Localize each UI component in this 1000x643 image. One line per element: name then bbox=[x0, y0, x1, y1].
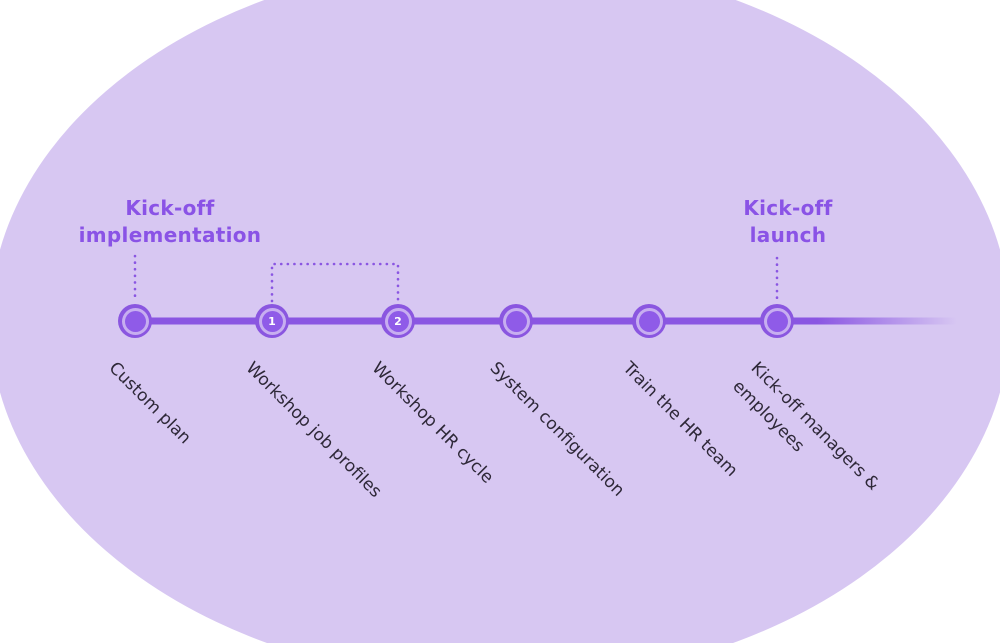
heading-kickoff-implementation: Kick-off implementation bbox=[78, 196, 262, 247]
milestone-number-badge: 1 bbox=[268, 314, 276, 328]
workshop-bracket-dotted-line bbox=[270, 262, 400, 303]
milestone-node-core: 1 bbox=[261, 310, 283, 332]
timeline-line bbox=[135, 317, 957, 325]
milestone-node-system-configuration bbox=[499, 304, 533, 338]
milestone-node-core bbox=[505, 310, 527, 332]
milestone-node-core: 2 bbox=[387, 310, 409, 332]
milestone-node-core bbox=[638, 310, 660, 332]
milestone-node-custom-plan bbox=[118, 304, 152, 338]
milestone-node-core bbox=[766, 310, 788, 332]
milestone-number-badge: 2 bbox=[394, 314, 402, 328]
milestone-node-train-hr-team bbox=[632, 304, 666, 338]
milestone-node-workshop-job-profiles: 1 bbox=[255, 304, 289, 338]
heading-kickoff-launch: Kick-off launch bbox=[743, 196, 833, 247]
milestone-node-workshop-hr-cycle: 2 bbox=[381, 304, 415, 338]
milestone-node-kickoff-managers bbox=[760, 304, 794, 338]
milestone-node-core bbox=[124, 310, 146, 332]
